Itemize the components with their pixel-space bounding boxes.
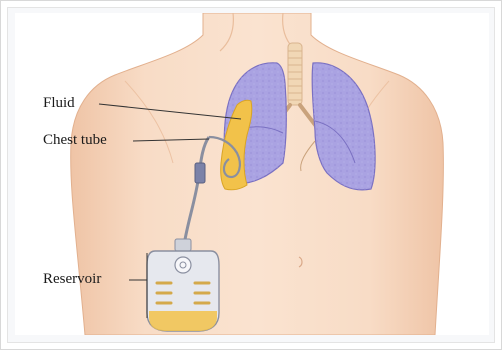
reservoir-label: Reservoir — [43, 272, 101, 287]
fluid-label: Fluid — [43, 96, 75, 111]
diagram-canvas: Fluid Chest tube Reservoir — [15, 13, 489, 335]
reservoir-bulb — [147, 239, 219, 331]
chest-tube-label: Chest tube — [43, 133, 107, 148]
